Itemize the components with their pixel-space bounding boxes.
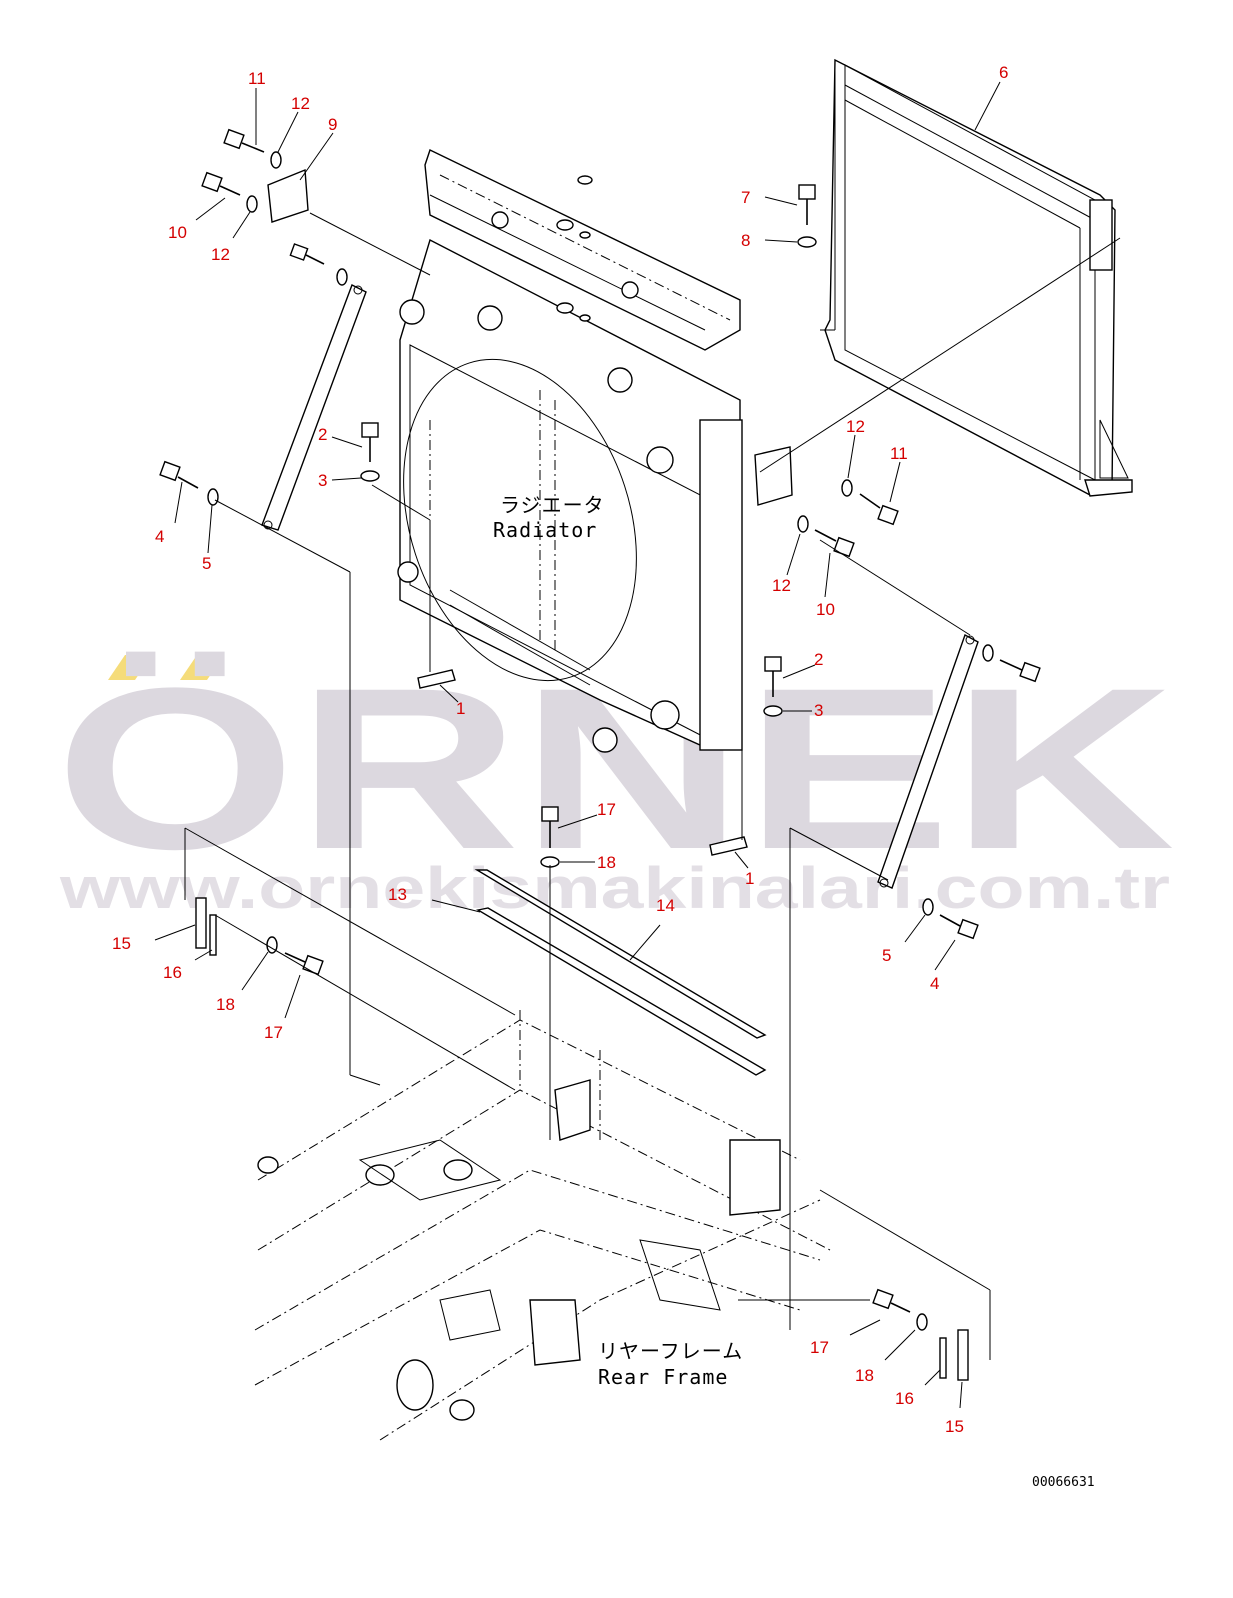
callout-4-right: 4 <box>930 974 939 993</box>
leader-lines <box>154 81 1001 1409</box>
callout-2-left: 2 <box>318 425 327 444</box>
watermark-website: www.ornekismakinalari.com.tr <box>59 856 1170 921</box>
callout-12-top-second: 12 <box>211 245 230 264</box>
callout-7: 7 <box>741 188 750 207</box>
radiator-top-cover <box>424 149 741 351</box>
watermark-accent-left <box>108 655 152 680</box>
radiator-label-en: Radiator <box>493 518 597 542</box>
callout-12-right-second: 12 <box>772 576 791 595</box>
rear-frame-label-en: Rear Frame <box>598 1365 728 1389</box>
callout-17-center: 17 <box>597 800 616 819</box>
left-stay <box>261 284 367 531</box>
callout-2-right: 2 <box>814 650 823 669</box>
mount-part-1-right <box>709 836 748 856</box>
callout-3-left: 3 <box>318 471 327 490</box>
callout-8: 8 <box>741 231 750 250</box>
callout-10-top: 10 <box>168 223 187 242</box>
callout-3-right: 3 <box>814 701 823 720</box>
callout-18-center: 18 <box>597 853 616 872</box>
callout-17-left: 17 <box>264 1023 283 1042</box>
callout-9: 9 <box>328 115 337 134</box>
callout-11-right: 11 <box>890 444 908 463</box>
projection-lines <box>184 212 1121 1360</box>
callout-12-right: 12 <box>846 417 865 436</box>
callout-18-right: 18 <box>855 1366 874 1385</box>
callout-5-right: 5 <box>882 946 891 965</box>
callout-10-right: 10 <box>816 600 835 619</box>
callout-17-right: 17 <box>810 1338 829 1357</box>
mount-part-1-left <box>417 669 456 689</box>
rear-frame <box>254 1010 831 1441</box>
text-labels: ラジエータ Radiator リヤーフレーム Rear Frame 000666… <box>493 493 1095 1490</box>
callout-12-top: 12 <box>291 94 310 113</box>
radiator-body <box>397 238 743 753</box>
callouts: 11 12 9 10 12 6 7 8 2 3 4 5 12 11 12 10 … <box>112 63 1008 1436</box>
radiator-label-jp: ラジエータ <box>500 493 605 517</box>
bracket-part-9 <box>267 168 309 223</box>
watermark-accent-right <box>180 655 224 680</box>
callout-15-left: 15 <box>112 934 131 953</box>
callout-1-left: 1 <box>456 699 465 718</box>
callout-11-top: 11 <box>248 69 266 88</box>
callout-1-right: 1 <box>745 869 754 888</box>
bracket-right <box>754 446 793 506</box>
right-stay <box>877 633 979 889</box>
callout-16-right: 16 <box>895 1389 914 1408</box>
radiator-core-part-6 <box>820 58 1133 497</box>
callout-14: 14 <box>656 896 675 915</box>
callout-6: 6 <box>999 63 1008 82</box>
fasteners <box>159 128 1041 1381</box>
drawing-code: 00066631 <box>1032 1475 1095 1490</box>
callout-18-left: 18 <box>216 995 235 1014</box>
callout-13: 13 <box>388 885 407 904</box>
callout-16-left: 16 <box>163 963 182 982</box>
rear-frame-label-jp: リヤーフレーム <box>598 1339 743 1363</box>
callout-15-right: 15 <box>945 1417 964 1436</box>
callout-5-left: 5 <box>202 554 211 573</box>
callout-4-left: 4 <box>155 527 164 546</box>
